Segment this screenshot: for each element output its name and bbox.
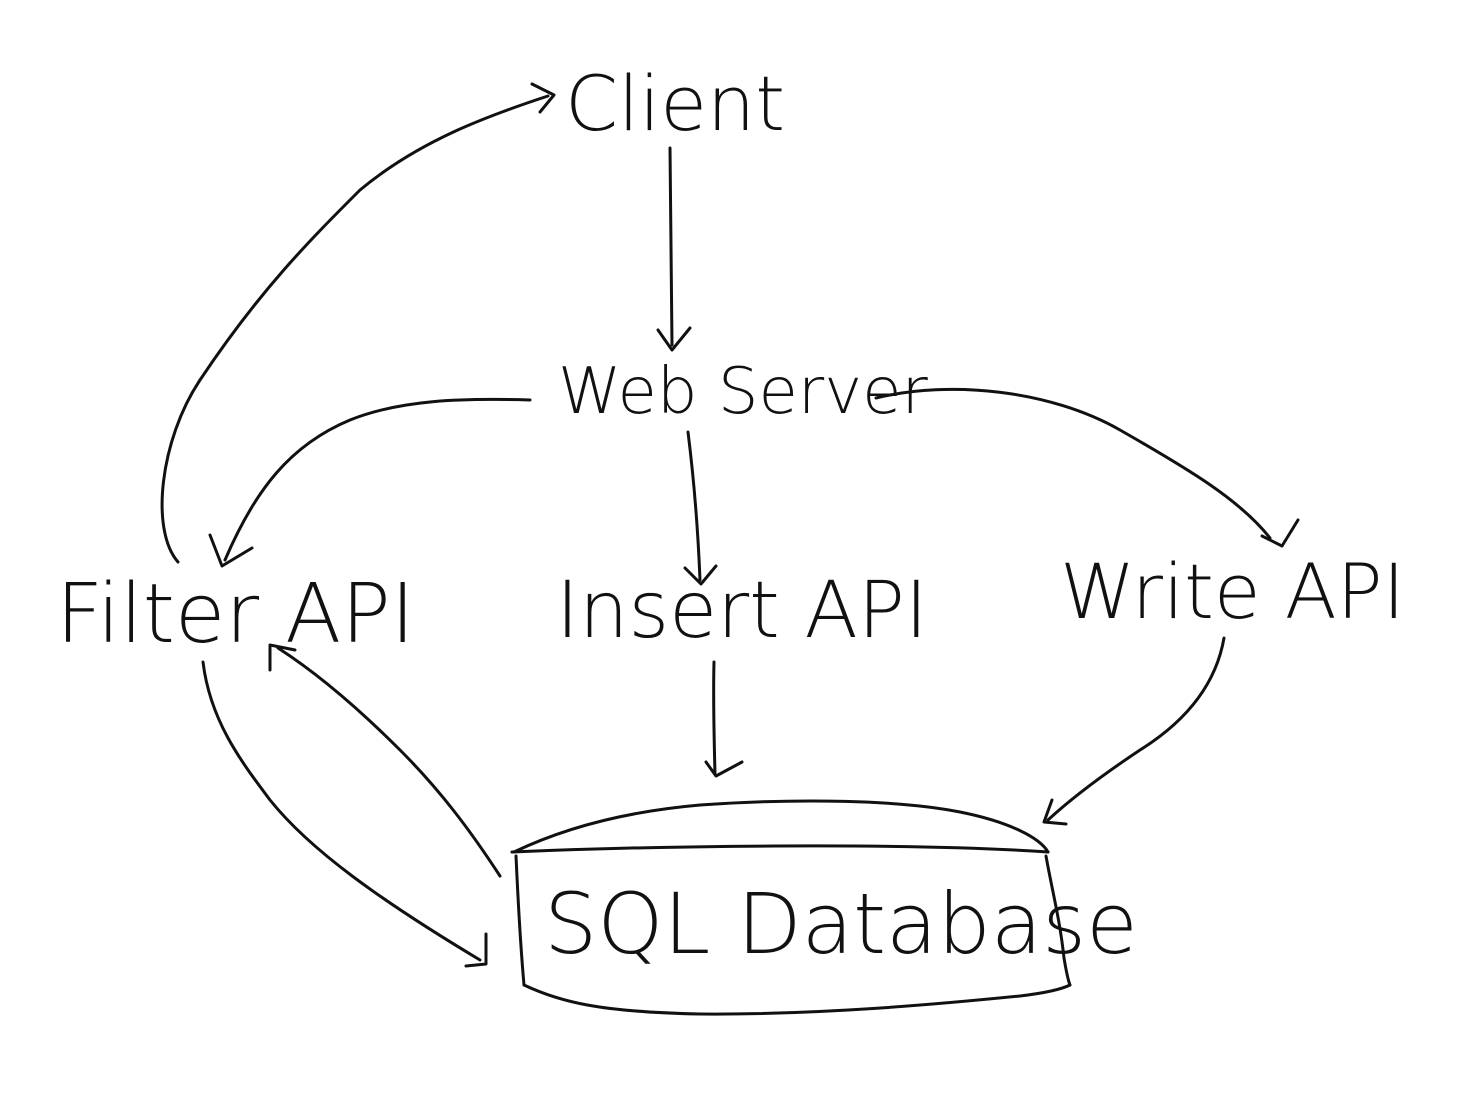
database-bottom xyxy=(522,983,1072,1016)
node-insert-api: Insert API xyxy=(556,566,928,656)
database-shape xyxy=(510,799,1072,1016)
arrowhead xyxy=(530,82,556,114)
arrowhead xyxy=(464,932,488,968)
edge-database-to-filter-api xyxy=(268,643,502,878)
arrowhead xyxy=(704,760,744,778)
database-left-side xyxy=(514,854,526,987)
edge-web-server-to-filter-api xyxy=(208,397,532,568)
node-database: SQL Database xyxy=(544,875,1138,973)
node-web-server: Web Server xyxy=(558,355,928,429)
edge-filter-api-to-client xyxy=(160,82,556,564)
edge-insert-api-to-database xyxy=(704,660,744,778)
database-right-side xyxy=(1044,854,1072,987)
edge-filter-api-to-database xyxy=(201,660,488,968)
arrowhead xyxy=(1042,798,1068,826)
node-write-api: Write API xyxy=(1060,547,1405,636)
arrowhead xyxy=(268,643,297,672)
node-client: Client xyxy=(565,59,785,148)
edge-web-server-to-insert-api xyxy=(683,430,718,586)
arrowhead xyxy=(656,326,692,352)
edge-web-server-to-write-api xyxy=(874,387,1300,548)
node-filter-api: Filter API xyxy=(56,567,415,662)
arrowhead xyxy=(208,533,254,568)
database-rim xyxy=(510,844,1050,854)
edge-write-api-to-database xyxy=(1042,636,1226,826)
arrowhead xyxy=(1260,518,1300,548)
arrowhead xyxy=(683,564,718,586)
database-top xyxy=(512,799,1050,854)
edge-client-to-web-server xyxy=(656,146,692,352)
